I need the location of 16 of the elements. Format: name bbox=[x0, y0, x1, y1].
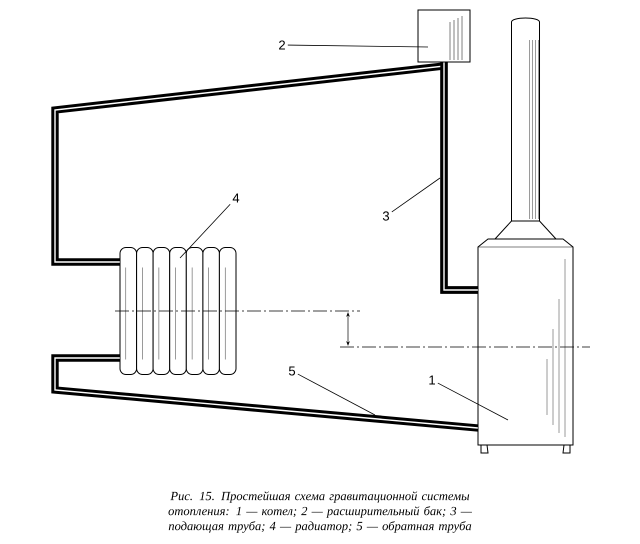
pipe bbox=[440, 62, 478, 294]
leader-line bbox=[437, 382, 508, 420]
leader-line bbox=[297, 374, 376, 416]
leader-line bbox=[391, 178, 440, 212]
callout-number: 1 bbox=[429, 376, 435, 384]
pipe bbox=[51, 354, 478, 432]
boiler-drawing bbox=[478, 18, 574, 454]
tank-drawing bbox=[418, 10, 470, 62]
leader-line bbox=[287, 44, 428, 48]
radiator-drawing bbox=[120, 247, 236, 375]
caption: Рис. 15. Простейшая схема гравитационной системы отопления: 1 — котел; 2 — расширительный бак; 3 — подающая труба; 4 — радиатор; 5 — обратная труба bbox=[168, 491, 472, 533]
callout-number: 2 bbox=[279, 40, 285, 50]
leader-line bbox=[180, 204, 231, 258]
callout-number: 5 bbox=[288, 366, 296, 376]
callout-number: 3 bbox=[382, 211, 390, 221]
callout-number: 4 bbox=[232, 194, 240, 202]
